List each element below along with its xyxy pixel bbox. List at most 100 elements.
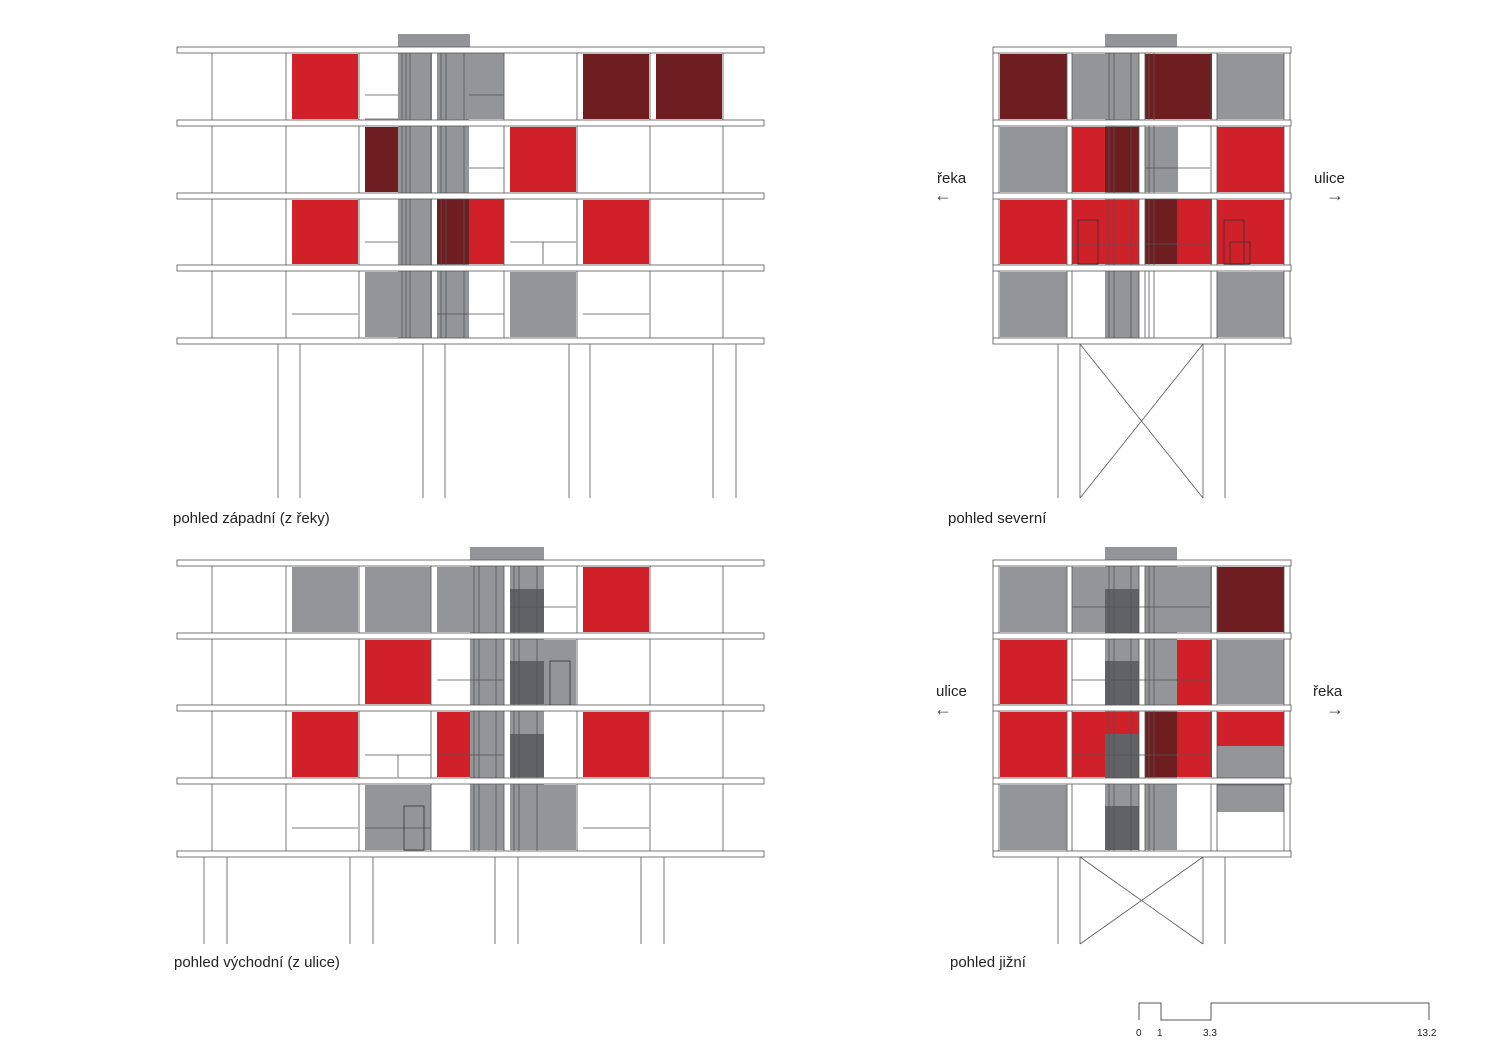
stair-tower-top (1105, 547, 1177, 561)
facade-panel (1000, 272, 1067, 337)
door-outline (1229, 241, 1251, 265)
facade-panel (1000, 127, 1067, 192)
elevator-door (1105, 589, 1139, 633)
facade-panel (292, 200, 358, 264)
facade-panel (365, 785, 431, 850)
facade-panel (510, 785, 576, 850)
floor-slab (176, 192, 765, 200)
floor-slab (992, 46, 1292, 54)
south-elevation (992, 547, 1292, 945)
right-arrow-icon: → (1326, 699, 1344, 719)
facade-panel (1000, 640, 1067, 704)
floor-slab (176, 777, 765, 785)
facade-panel (510, 272, 576, 337)
facade-panel (1000, 712, 1067, 777)
facade-panel (583, 567, 649, 632)
floor-slab (176, 704, 765, 712)
east-elevation (176, 547, 765, 944)
scale-label-3-3: 3.3 (1203, 1028, 1217, 1039)
facade-panel (1145, 54, 1212, 119)
floor-slab (992, 119, 1292, 127)
facade-panel (1145, 199, 1177, 264)
stair-tower-top (1105, 34, 1177, 48)
south-right-direction-label: řeka (1313, 683, 1343, 700)
floor-slab (176, 850, 765, 858)
elevator-door (1105, 734, 1139, 778)
facade-panel (1000, 54, 1067, 119)
facade-panel (292, 567, 358, 632)
facade-panel (1177, 712, 1212, 777)
elevator-door (510, 661, 544, 704)
north-left-direction-label: řeka (937, 170, 967, 187)
floor-slab (992, 559, 1292, 567)
floor-slab (992, 704, 1292, 712)
right-arrow-icon: → (1326, 185, 1344, 205)
elevator-door (1105, 806, 1139, 850)
floor-slab (992, 192, 1292, 200)
south-elevation-caption: pohled jižní (950, 954, 1026, 971)
facade-panel (292, 54, 358, 119)
facade-panel (292, 712, 358, 777)
facade-panel (365, 127, 398, 192)
facade-panel (469, 52, 504, 119)
north-elevation-caption: pohled severní (948, 510, 1047, 527)
floor-slab (176, 119, 765, 127)
facade-panel (1145, 127, 1178, 192)
floor-slab (992, 777, 1292, 785)
facade-panel (1177, 640, 1212, 705)
elevator-door (1105, 661, 1139, 705)
scale-label-1: 1 (1157, 1028, 1163, 1039)
left-arrow-icon: ← (934, 699, 952, 719)
south-left-direction-label: ulice (936, 683, 967, 700)
facade-panel (1072, 54, 1139, 119)
left-arrow-icon: ← (934, 185, 952, 205)
facade-panel (656, 54, 722, 119)
floor-slab (992, 632, 1292, 640)
west-elevation-caption: pohled západní (z řeky) (173, 510, 330, 527)
facade-panel (469, 199, 504, 264)
floor-slab (176, 264, 765, 272)
floor-slab (176, 632, 765, 640)
facade-panel (1145, 567, 1212, 632)
door-outline (403, 805, 425, 851)
floor-slab (176, 559, 765, 567)
floor-slab (992, 337, 1292, 345)
facade-panel (1217, 54, 1284, 119)
north-elevation (992, 34, 1292, 499)
facade-panel (1000, 567, 1067, 632)
west-elevation (176, 34, 765, 498)
facade-panel (1000, 200, 1067, 264)
facade-panel (1072, 200, 1139, 264)
facade-panel (583, 712, 649, 777)
facade-panel (365, 640, 431, 704)
north-right-direction-label: ulice (1314, 170, 1345, 187)
facade-panel (1000, 785, 1067, 850)
facade-panel (1105, 127, 1139, 192)
scale-bar (1138, 1002, 1430, 1021)
facade-panel (1217, 200, 1284, 264)
floor-slab (176, 337, 765, 345)
floor-slab (176, 46, 765, 54)
facade-panel (1217, 567, 1284, 632)
bracing (1079, 343, 1204, 499)
facade-panel (437, 712, 470, 777)
east-elevation-caption: pohled východní (z ulice) (174, 954, 340, 971)
facade-panel (583, 200, 649, 264)
facade-panel (365, 567, 431, 632)
facade-panel (437, 567, 503, 632)
elevator-door (510, 589, 544, 632)
floor-slab (992, 264, 1292, 272)
scale-label-0: 0 (1136, 1028, 1142, 1039)
facade-panel (1217, 127, 1284, 192)
bracing (1079, 856, 1204, 945)
stair-tower-top (470, 547, 544, 561)
facade-panel (398, 127, 432, 192)
scale-label-13-2: 13.2 (1417, 1028, 1437, 1039)
elevator-door (510, 734, 544, 777)
facade-panel (1217, 640, 1284, 704)
facade-panel (1177, 199, 1212, 264)
facade-panel (510, 127, 576, 192)
facade-panel (583, 54, 649, 119)
scale-bar-line (1138, 1002, 1430, 1021)
